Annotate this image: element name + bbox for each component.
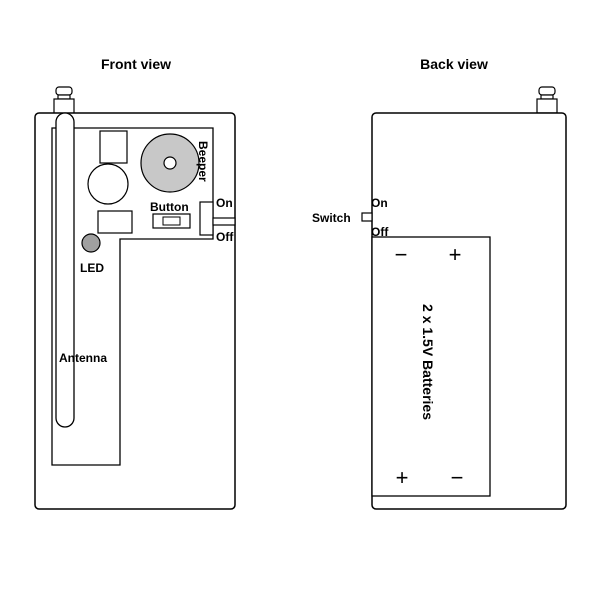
antenna-rod xyxy=(55,112,75,428)
chip-component xyxy=(99,130,128,164)
battery-minus-bottom: − xyxy=(451,465,464,490)
round-component xyxy=(87,163,129,205)
battery-minus-top: − xyxy=(395,242,408,267)
led-label: LED xyxy=(80,261,104,275)
front-view-title: Front view xyxy=(101,56,171,72)
front-device-body xyxy=(34,112,236,510)
back-view-title: Back view xyxy=(420,56,488,72)
front-switch-off-label: Off xyxy=(216,230,234,244)
battery-compartment xyxy=(371,236,491,497)
antenna-label: Antenna xyxy=(59,351,107,365)
rect-component xyxy=(97,210,133,234)
front-power-switch xyxy=(199,201,236,236)
front-switch-on-label: On xyxy=(216,196,233,210)
battery-plus-top: + xyxy=(449,242,462,267)
back-switch-label: Switch xyxy=(312,211,351,225)
front-pcb-outline xyxy=(51,127,214,466)
led-component xyxy=(81,233,101,253)
battery-label: 2 x 1.5V Batteries xyxy=(420,304,436,420)
back-switch-off-label: Off xyxy=(371,225,389,239)
button-component xyxy=(152,213,191,229)
beeper-component xyxy=(140,133,200,193)
back-antenna-tip xyxy=(536,86,558,114)
front-view: Front view Beeper Button LED xyxy=(34,56,236,510)
back-view: Back view Switch On Off − + + − 2 x 1.5V… xyxy=(312,56,567,510)
back-switch-knob xyxy=(361,212,373,222)
battery-plus-bottom: + xyxy=(396,465,409,490)
button-label: Button xyxy=(150,200,189,214)
beeper-label: Beeper xyxy=(196,141,210,182)
back-switch-on-label: On xyxy=(371,196,388,210)
